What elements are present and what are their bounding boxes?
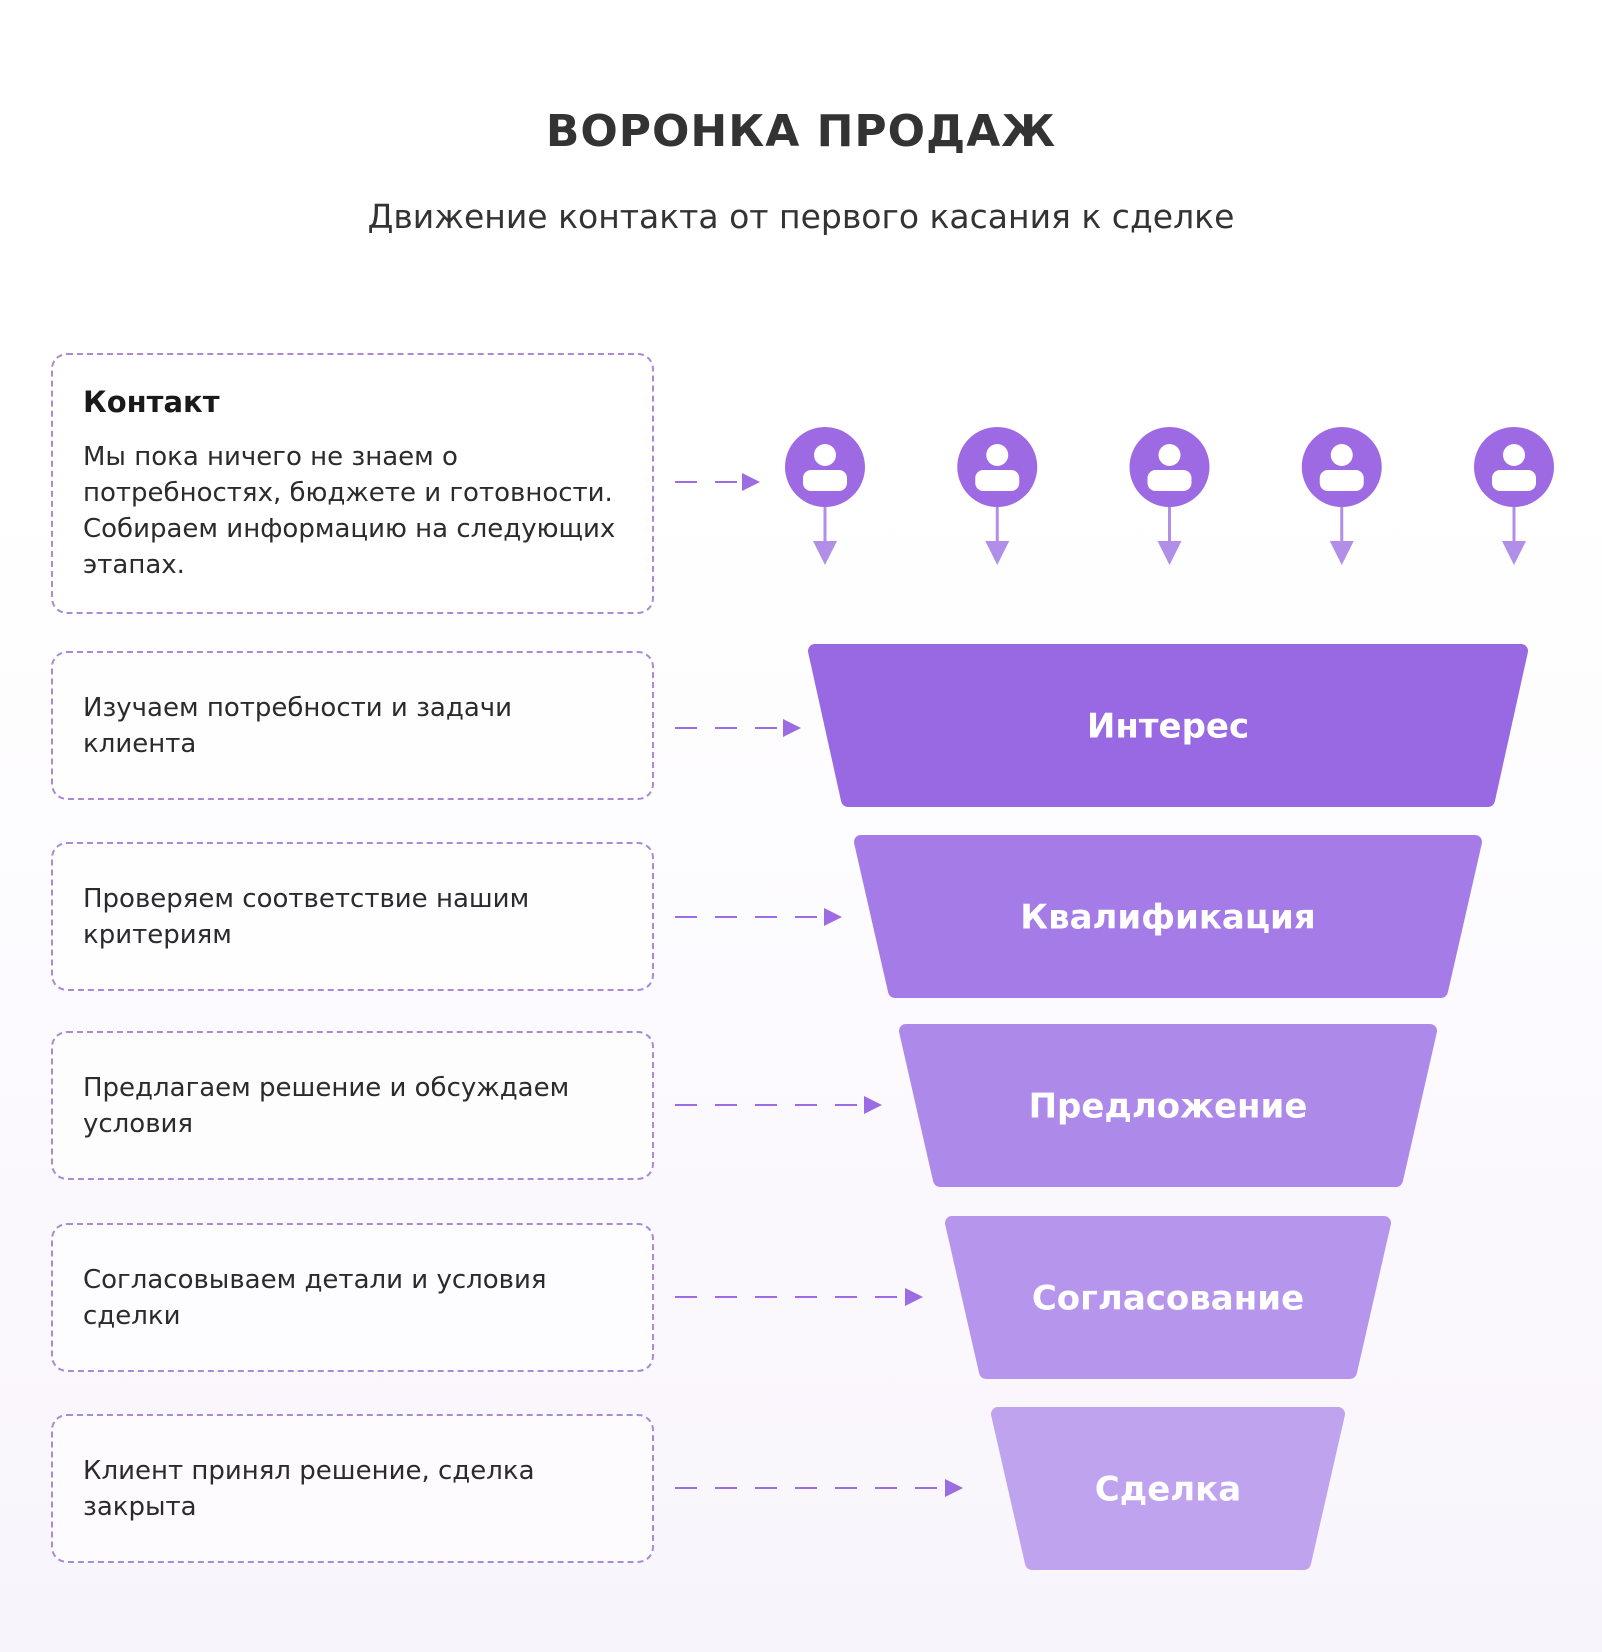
stage-card-text: Клиент принял решение, сделка закрыта <box>83 1455 535 1522</box>
contact-circle <box>957 427 1038 507</box>
funnel: ИнтересКвалификацияПредложениеСогласован… <box>808 644 1528 1570</box>
contact-card-title: Контакт <box>83 384 220 419</box>
contact-down-arrow <box>1329 507 1354 565</box>
user-icon <box>975 444 1020 491</box>
funnel-stage-negotiation: Согласование <box>945 1216 1391 1379</box>
funnel-stage-proposal: Предложение <box>899 1024 1437 1187</box>
funnel-stage-deal: Сделка <box>991 1407 1345 1570</box>
funnel-stage-shape <box>899 1024 1437 1187</box>
funnel-stage-shape <box>808 644 1528 807</box>
dashed-connector <box>675 473 760 491</box>
contact-down-arrow <box>813 507 837 565</box>
page-subtitle: Движение контакта от первого касания к с… <box>367 197 1235 236</box>
stage-card-text: Изучаем потребности и задачи клиента <box>83 692 513 759</box>
contact-marker <box>1474 427 1554 565</box>
contact-down-arrow <box>985 507 1010 565</box>
dashed-connector <box>675 719 801 737</box>
funnel-stage-shape <box>991 1407 1345 1570</box>
contact-circle <box>1301 427 1382 507</box>
contact-down-arrow <box>1157 507 1182 565</box>
dashed-connector <box>675 1096 882 1114</box>
contact-circle <box>1129 427 1210 507</box>
contact-circle <box>785 427 865 507</box>
connectors <box>675 473 963 1497</box>
user-icon <box>1147 444 1192 491</box>
stage-card-qualification: Проверяем соответствие нашим критериям <box>51 842 654 991</box>
funnel-stage-label: Сделка <box>1095 1470 1241 1510</box>
user-icon <box>803 444 847 491</box>
contact-marker <box>957 427 1038 565</box>
user-icon <box>1319 444 1364 491</box>
funnel-stage-shape <box>945 1216 1391 1379</box>
funnel-stage-qualification: Квалификация <box>854 835 1482 998</box>
contact-circle <box>1474 427 1554 507</box>
stage-card-text: Проверяем соответствие нашим критериям <box>83 883 530 950</box>
user-icon <box>1492 444 1536 491</box>
contact-card: Контакт Мы пока ничего не знаем о потреб… <box>51 353 654 614</box>
contact-marker <box>785 427 865 565</box>
stage-card-text: Предлагаем решение и обсуждаем условия <box>83 1072 570 1139</box>
contact-card-text: Мы пока ничего не знаем о потребностях, … <box>83 441 616 580</box>
stage-card-interest: Изучаем потребности и задачи клиента <box>51 651 654 800</box>
funnel-stage-label: Интерес <box>1087 707 1249 747</box>
dashed-connector <box>675 908 842 926</box>
contact-marker <box>1301 427 1382 565</box>
contacts-row <box>785 427 1554 565</box>
funnel-stage-label: Согласование <box>1032 1279 1304 1319</box>
dashed-connector <box>675 1288 923 1306</box>
funnel-stage-shape <box>854 835 1482 998</box>
contact-down-arrow <box>1502 507 1526 565</box>
page-title: ВОРОНКА ПРОДАЖ <box>545 106 1057 157</box>
funnel-stage-interest: Интерес <box>808 644 1528 807</box>
stage-card-deal: Клиент принял решение, сделка закрыта <box>51 1414 654 1563</box>
stage-card-proposal: Предлагаем решение и обсуждаем условия <box>51 1031 654 1180</box>
dashed-connector <box>675 1479 963 1497</box>
funnel-stage-label: Предложение <box>1029 1087 1308 1127</box>
stage-card-negotiation: Согласовываем детали и условия сделки <box>51 1223 654 1372</box>
contact-marker <box>1129 427 1210 565</box>
funnel-stage-label: Квалификация <box>1020 898 1315 938</box>
stage-card-text: Согласовываем детали и условия сделки <box>83 1264 547 1331</box>
